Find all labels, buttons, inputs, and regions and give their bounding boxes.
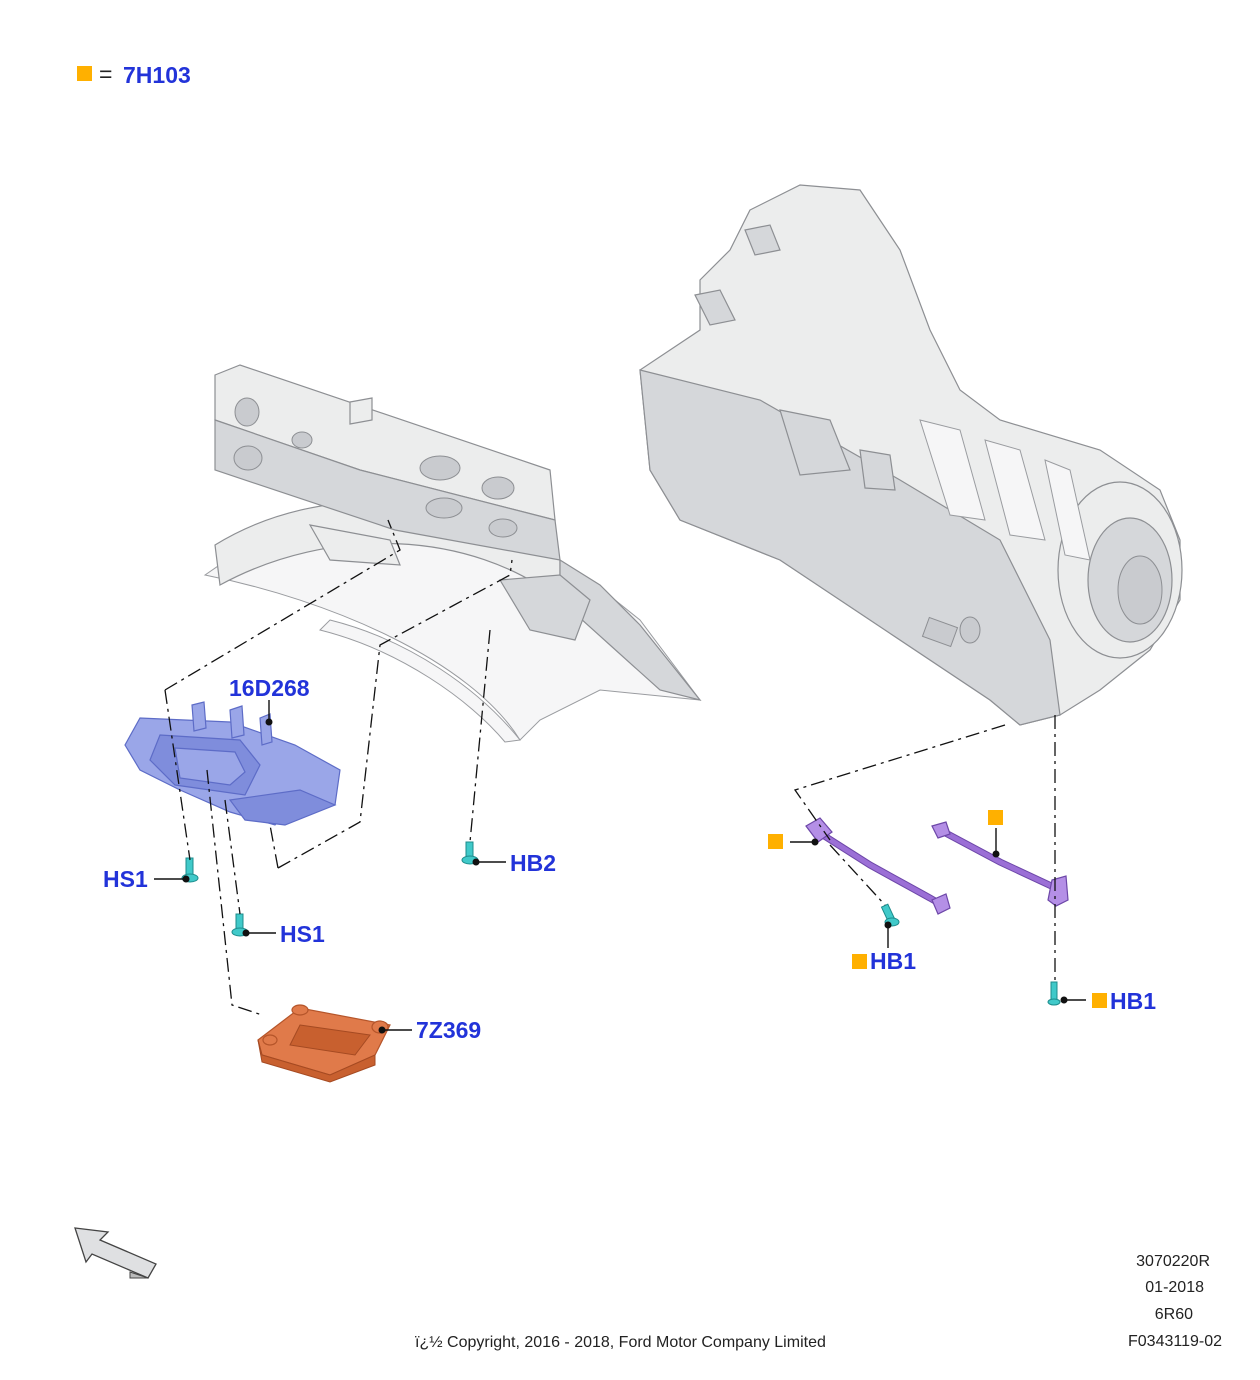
svg-text:HS1: HS1 [103,866,148,892]
callout-hb1-left[interactable]: HB1 [852,921,916,975]
callout-16D268[interactable]: 16D268 [229,675,310,726]
fastener-hb1-right[interactable] [1047,981,1061,1006]
svg-text:HB2: HB2 [510,850,556,876]
callout-hb2[interactable]: HB2 [472,850,557,876]
bracket-16D268[interactable] [124,701,341,826]
date-code: 01-2018 [1145,1279,1204,1296]
figure-id: F0343119-02 [1128,1333,1222,1350]
legend: = 7H103 [77,61,191,88]
callout-harness-left-marker[interactable] [768,834,819,849]
callout-hs1-lower[interactable]: HS1 [242,921,325,947]
fastener-hb1-left[interactable] [880,903,900,927]
model-code: 6R60 [1155,1306,1193,1323]
legend-marker-square [77,66,92,81]
harness-left[interactable] [805,817,951,915]
figure-meta: 3070220R 01-2018 6R60 F0343119-02 ï¿½ Co… [415,1253,1222,1351]
ref-code: 3070220R [1136,1253,1210,1270]
copyright: ï¿½ Copyright, 2016 - 2018, Ford Motor C… [415,1334,826,1351]
assembly-lines [164,519,1056,1016]
callout-7Z369[interactable]: 7Z369 [378,1017,482,1043]
svg-text:7Z369: 7Z369 [416,1017,481,1043]
svg-text:HB1: HB1 [870,948,916,974]
harness-right[interactable] [931,821,1069,907]
svg-text:HS1: HS1 [280,921,325,947]
crossmember [203,364,702,743]
front-direction-arrow-icon [74,1227,157,1279]
callout-harness-right-marker[interactable] [988,810,1003,858]
svg-text:HB1: HB1 [1110,988,1156,1014]
module-7Z369[interactable] [257,1004,391,1083]
callout-hb1-right[interactable]: HB1 [1060,988,1157,1014]
legend-equals: = [99,61,112,87]
legend-code[interactable]: 7H103 [123,62,191,88]
callout-hs1-upper[interactable]: HS1 [103,866,190,892]
transmission [639,184,1183,726]
svg-text:16D268: 16D268 [229,675,310,701]
